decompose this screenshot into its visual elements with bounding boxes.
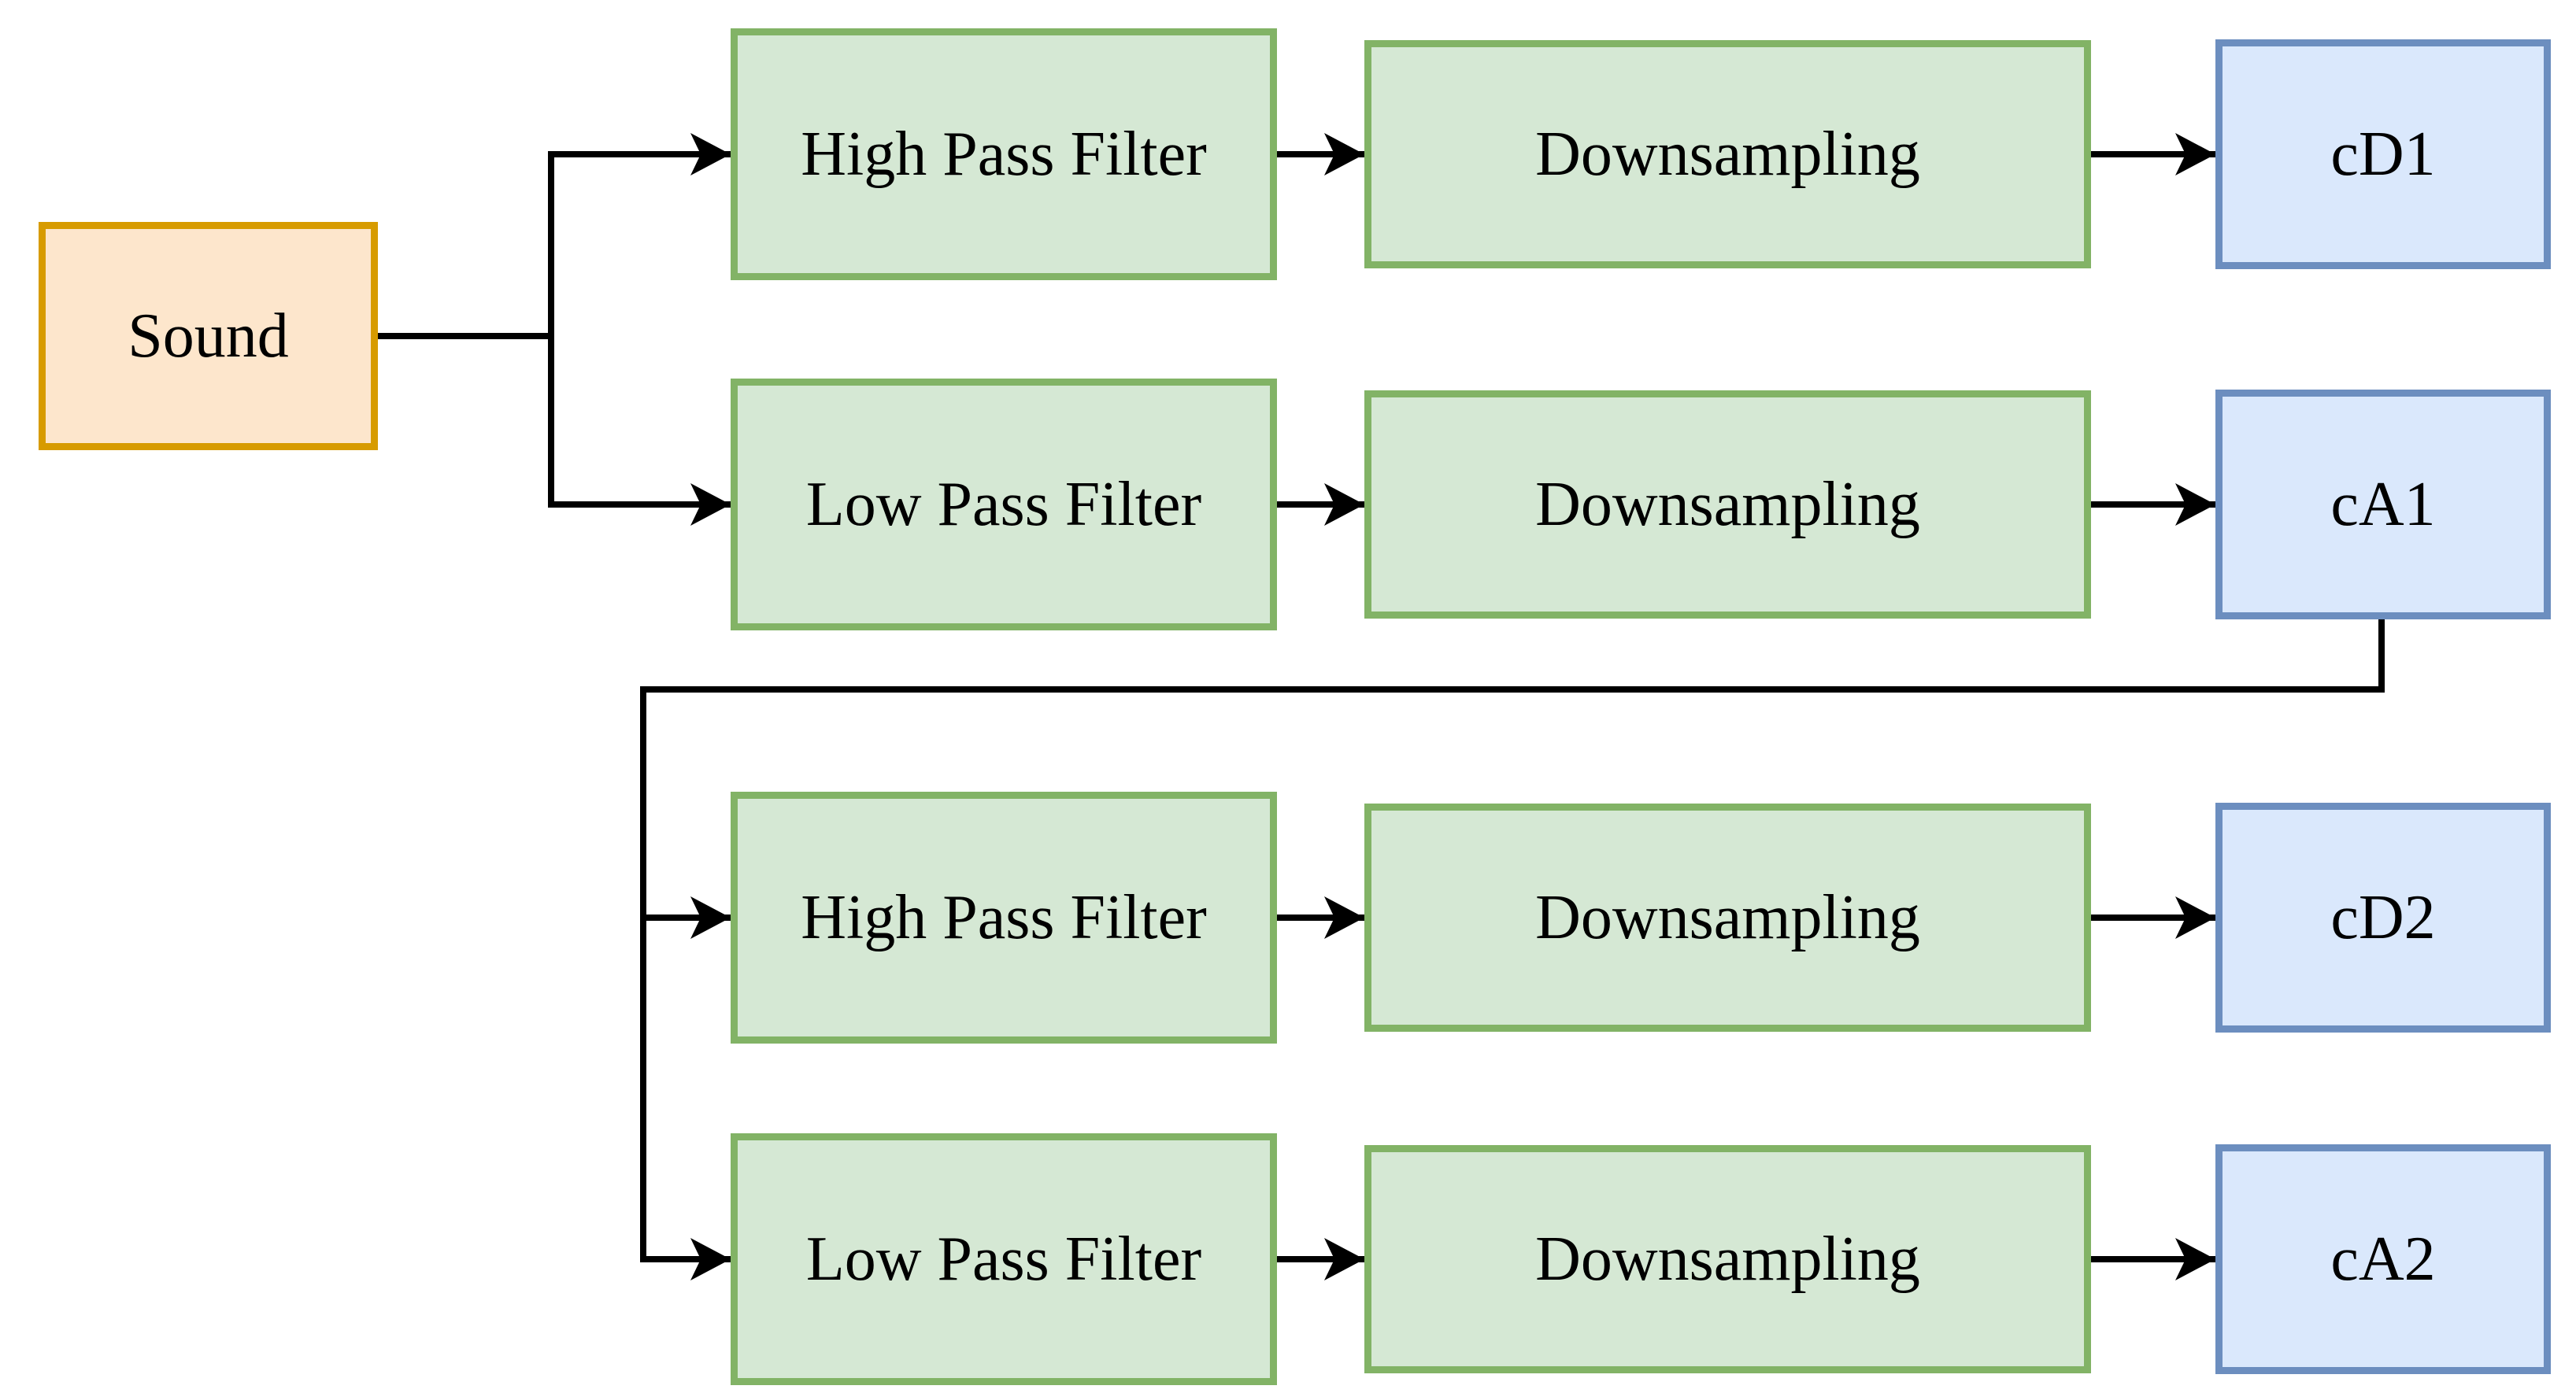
node-ca2: cA2 <box>2215 1144 2551 1374</box>
node-cd2-label: cD2 <box>2330 883 2436 952</box>
node-low-pass-filter-level1: Low Pass Filter <box>731 379 1277 630</box>
node-downsampling-3-label: Downsampling <box>1535 883 1920 952</box>
node-downsampling-2-label: Downsampling <box>1535 470 1920 539</box>
node-downsampling-4-label: Downsampling <box>1535 1225 1920 1294</box>
node-ca1: cA1 <box>2215 390 2551 619</box>
node-high-pass-filter-level1: High Pass Filter <box>731 28 1277 280</box>
node-downsampling-2: Downsampling <box>1364 390 2091 619</box>
node-high-pass-filter-level2-label: High Pass Filter <box>801 883 1207 952</box>
node-low-pass-filter-level2-label: Low Pass Filter <box>805 1225 1202 1294</box>
node-cd1-label: cD1 <box>2330 120 2436 189</box>
node-downsampling-3: Downsampling <box>1364 804 2091 1032</box>
node-ca1-label: cA1 <box>2330 470 2436 539</box>
node-high-pass-filter-level1-label: High Pass Filter <box>801 120 1207 189</box>
node-high-pass-filter-level2: High Pass Filter <box>731 792 1277 1044</box>
node-ca2-label: cA2 <box>2330 1225 2436 1294</box>
node-low-pass-filter-level2: Low Pass Filter <box>731 1133 1277 1385</box>
node-downsampling-4: Downsampling <box>1364 1145 2091 1373</box>
node-low-pass-filter-level1-label: Low Pass Filter <box>805 470 1202 539</box>
node-downsampling-1: Downsampling <box>1364 40 2091 268</box>
node-cd1: cD1 <box>2215 39 2551 269</box>
node-sound-label: Sound <box>128 301 289 371</box>
node-cd2: cD2 <box>2215 803 2551 1033</box>
connector-ca1-feedback <box>640 619 2385 1262</box>
node-sound: Sound <box>39 222 378 450</box>
node-downsampling-1-label: Downsampling <box>1535 120 1920 189</box>
